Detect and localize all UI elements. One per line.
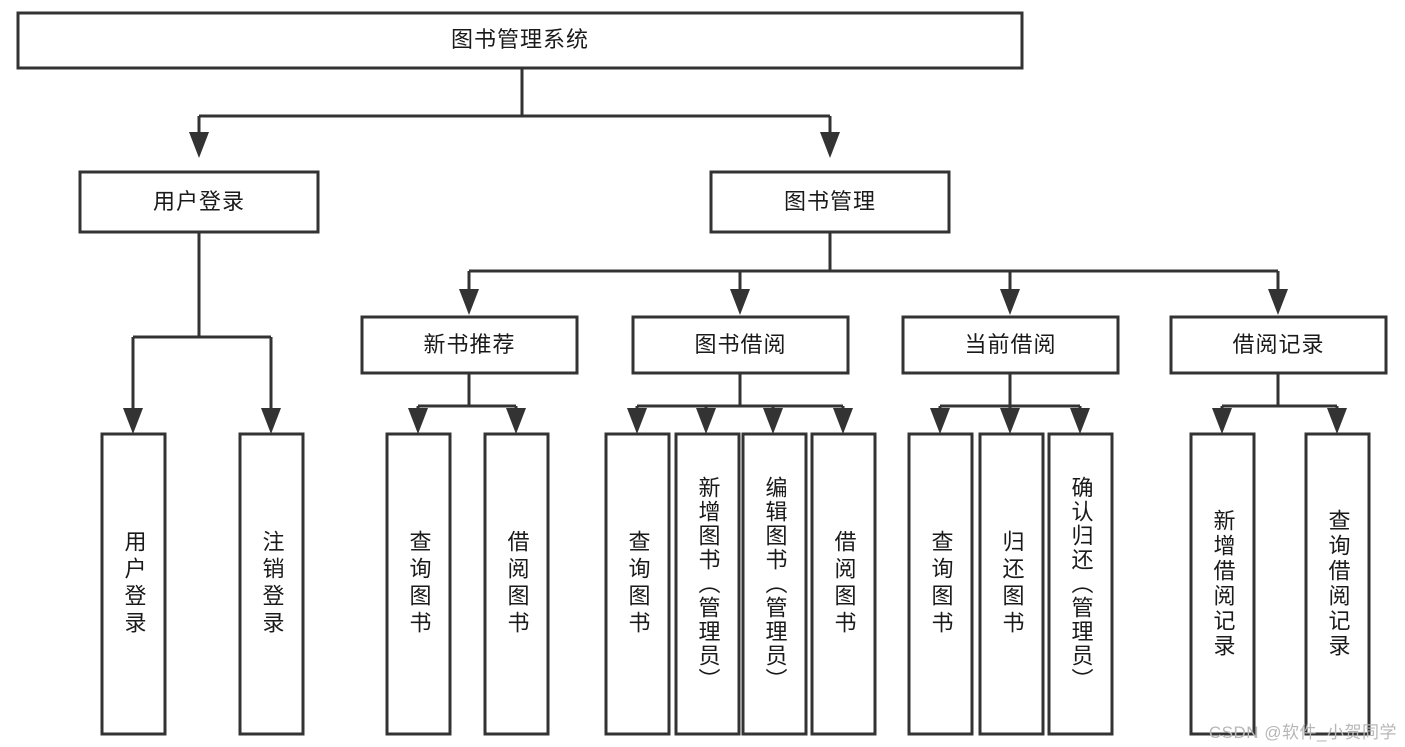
node-root-box[interactable] — [16, 11, 1024, 70]
arrowhead-book-borrow — [730, 289, 750, 315]
node-user-login-box[interactable] — [78, 170, 320, 234]
leaf-box-confirm-return[interactable] — [1047, 432, 1114, 736]
csdn-watermark: CSDN @软件_小贺同学 — [1208, 723, 1397, 742]
leaf-box-borrow-book-2[interactable] — [810, 432, 877, 736]
arrowhead-bookborrow-leaf4 — [833, 408, 853, 434]
arrowhead-newbook-leaf1 — [408, 408, 428, 434]
leaf-box-logout[interactable] — [238, 432, 305, 736]
leaf-box-return-book[interactable] — [978, 432, 1045, 736]
arrowhead-currentborrow-leaf1 — [930, 408, 950, 434]
arrowhead-user-login — [189, 132, 209, 158]
arrowhead-new-book — [459, 289, 479, 315]
arrowhead-book-mgmt — [820, 132, 840, 158]
arrowhead-borrowrecord-leaf2 — [1327, 408, 1347, 434]
arrowhead-bookborrow-leaf2 — [696, 408, 716, 434]
arrowhead-bookborrow-leaf3 — [763, 408, 783, 434]
node-book-mgmt-box[interactable] — [709, 170, 951, 234]
arrowhead-newbook-leaf2 — [506, 408, 526, 434]
arrowhead-currentborrow-leaf2 — [1000, 408, 1020, 434]
leaf-box-borrow-book-1[interactable] — [483, 432, 550, 736]
arrowhead-userlogin-leaf1 — [123, 408, 143, 434]
leaf-box-query-book-2[interactable] — [604, 432, 671, 736]
arrowhead-userlogin-leaf2 — [261, 408, 281, 434]
leaf-box-add-book[interactable] — [674, 432, 741, 736]
leaf-box-query-book-3[interactable] — [907, 432, 974, 736]
leaf-box-add-record[interactable] — [1189, 432, 1256, 736]
arrowhead-bookborrow-leaf1 — [627, 408, 647, 434]
leaf-box-edit-book[interactable] — [741, 432, 808, 736]
arrowhead-current-borrow — [1000, 289, 1020, 315]
node-borrow-record-box[interactable] — [1169, 315, 1388, 375]
node-new-book-box[interactable] — [360, 315, 579, 375]
node-current-borrow-box[interactable] — [901, 315, 1120, 375]
leaf-box-user-login[interactable] — [100, 432, 167, 736]
arrowhead-borrowrecord-leaf1 — [1212, 408, 1232, 434]
arrowhead-borrow-record — [1268, 289, 1288, 315]
arrowhead-currentborrow-leaf3 — [1070, 408, 1090, 434]
leaf-box-query-book-1[interactable] — [385, 432, 452, 736]
leaf-box-query-record[interactable] — [1304, 432, 1371, 736]
node-book-borrow-box[interactable] — [631, 315, 850, 375]
